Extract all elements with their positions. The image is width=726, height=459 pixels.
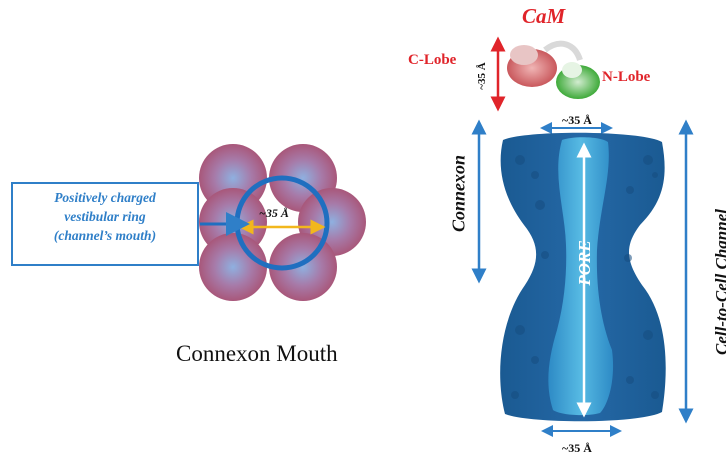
callout-line-3: (channel’s mouth)	[53, 228, 157, 243]
pore-label: PORE	[575, 240, 594, 286]
n-lobe-label: N-Lobe	[602, 69, 651, 85]
channel-texture	[511, 155, 659, 399]
connexon-label: Connexon	[448, 154, 469, 233]
cam-dimension-label: ~35 Å	[476, 62, 488, 90]
vestibular-ring-callout: Positively charged vestibular ring (chan…	[11, 182, 199, 266]
top-width-label: ~35 Å	[562, 113, 592, 127]
mouth-dimension-label: ~35 Å	[259, 206, 289, 220]
cell-to-cell-channel-label: Cell-to-Cell Channel	[712, 209, 726, 355]
callout-line-1: Positively charged	[54, 190, 156, 205]
sphere-bottom-left	[199, 233, 267, 301]
callout-line-2: vestibular ring	[64, 209, 146, 224]
c-lobe-label: C-Lobe	[408, 52, 457, 68]
bottom-width-label: ~35 Å	[562, 441, 592, 455]
calmodulin-structure	[507, 40, 600, 99]
connexon-mouth-caption: Connexon Mouth	[176, 341, 338, 366]
cam-title: CaM	[522, 4, 566, 28]
